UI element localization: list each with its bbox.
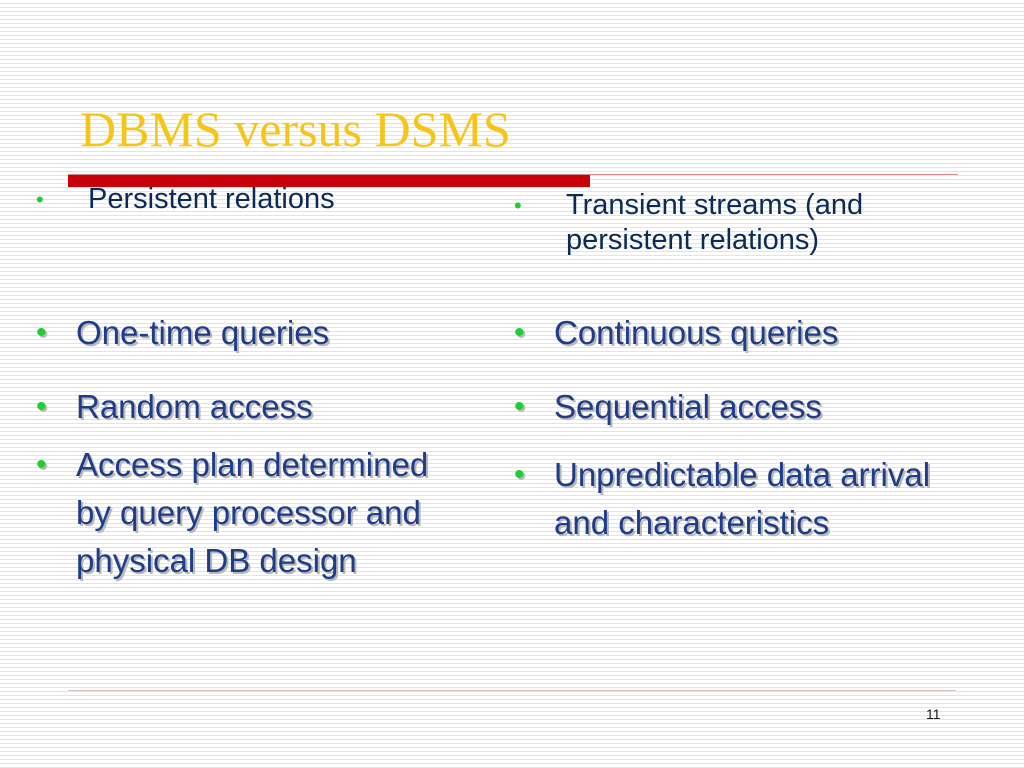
page-number: 11 [926,706,941,722]
right-item-text: Continuous queries [554,314,839,351]
right-column: • Transient streams (and persistent rela… [512,182,972,547]
left-column-header: Persistent relations [88,183,335,215]
list-item: • Unpredictable data arrival and charact… [512,451,972,547]
right-item-text: Sequential access [554,388,822,425]
right-column-header: Transient streams (and persistent relati… [566,189,864,256]
list-item: • Persistent relations [34,182,464,217]
left-item-text: Random access [76,388,313,425]
bullet-icon: • [36,448,47,481]
list-item: • Access plan determined by query proces… [34,441,464,585]
bullet-icon: • [36,390,47,423]
list-item: • One-time queries [34,309,464,357]
title-accent-bar [68,175,590,187]
bullet-icon: • [514,458,525,491]
left-column: • Persistent relations • One-time querie… [34,182,464,585]
title-underline [68,174,958,175]
footer-divider [68,690,956,691]
slide-title: DBMS versus DSMS [80,101,511,157]
list-item: • Transient streams (and persistent rela… [512,188,972,258]
bullet-icon: • [514,193,522,218]
list-item: • Random access [34,383,464,431]
left-item-text: One-time queries [76,314,330,351]
bullet-icon: • [36,187,44,212]
right-item-text: Unpredictable data arrival and character… [554,456,931,541]
bullet-icon: • [36,316,47,349]
bullet-icon: • [514,316,525,349]
list-item: • Sequential access [512,383,972,431]
left-item-text: Access plan determined by query processo… [76,446,429,579]
bullet-icon: • [514,390,525,423]
list-item: • Continuous queries [512,309,972,357]
